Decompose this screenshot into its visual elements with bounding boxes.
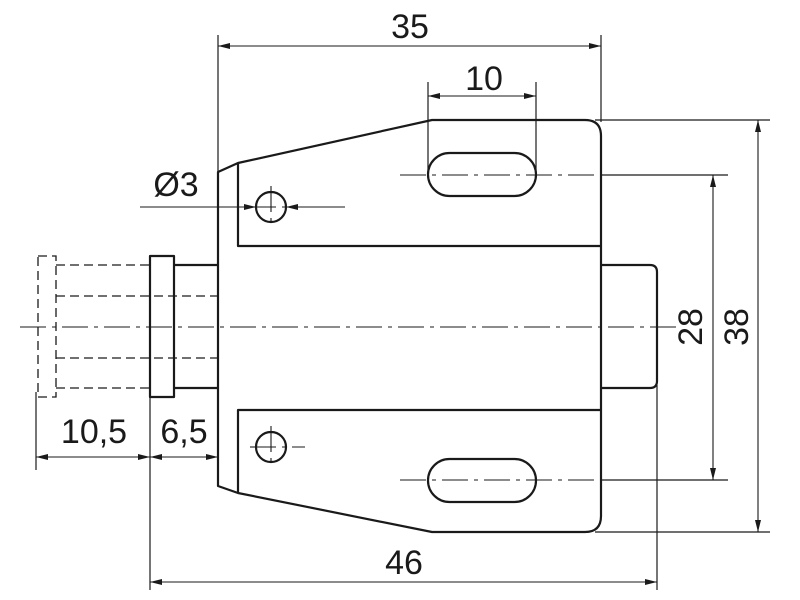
dim-label-dia3: Ø3 bbox=[153, 166, 198, 204]
extension-lines bbox=[35, 35, 770, 590]
dim-label-10: 10 bbox=[465, 60, 503, 98]
latch-body bbox=[216, 118, 603, 534]
upper-recess bbox=[236, 163, 601, 248]
dim-label-38: 38 bbox=[718, 308, 756, 346]
dim-label-6-5: 6,5 bbox=[160, 413, 207, 451]
dim-label-35: 35 bbox=[391, 8, 429, 46]
body-outline bbox=[216, 118, 603, 534]
dimension-labels: 35 10 Ø3 28 38 10,5 6,5 46 bbox=[61, 8, 756, 582]
dim-label-46: 46 bbox=[385, 544, 423, 582]
lower-recess bbox=[236, 408, 601, 493]
dimension-lines bbox=[36, 43, 761, 585]
dim-label-10-5: 10,5 bbox=[61, 413, 127, 451]
dim-label-28: 28 bbox=[672, 308, 710, 346]
